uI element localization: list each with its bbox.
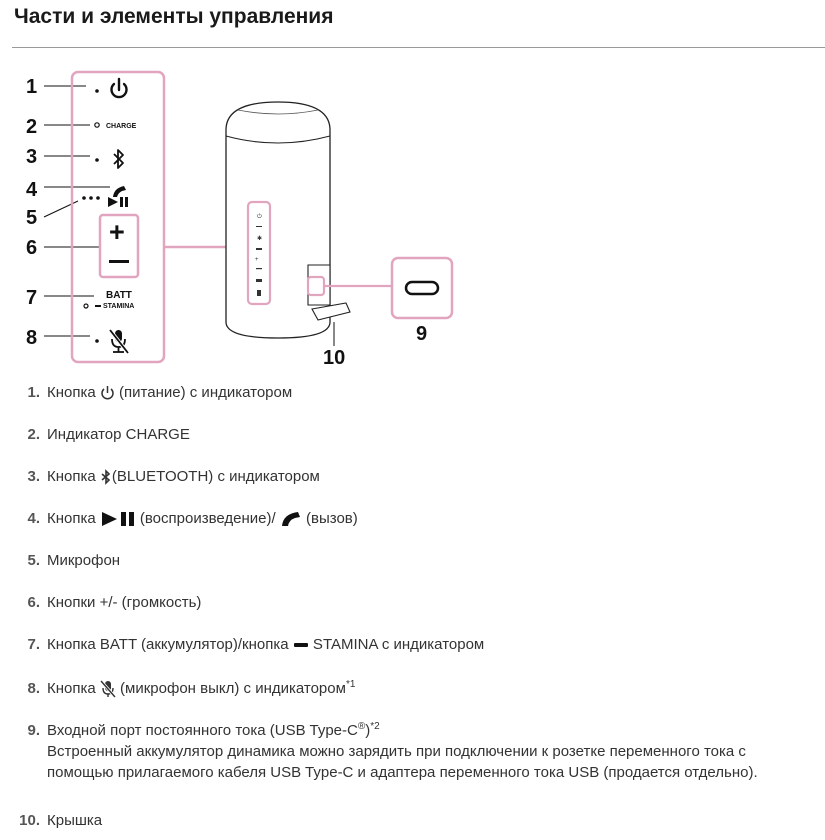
parts-diagram: 1 2 3 4 5 6 7 8 CHARGE + BATT <box>26 70 454 369</box>
call-icon <box>281 512 300 527</box>
svg-text:⏻: ⏻ <box>257 213 262 220</box>
control-panel-callout <box>70 70 166 364</box>
bluetooth-icon <box>101 469 111 485</box>
callout-5: 5 <box>26 207 37 229</box>
volume-down-button <box>109 260 129 263</box>
stamina-bar-icon <box>293 643 308 648</box>
title-divider <box>12 47 825 48</box>
page-title: Части и элементы управления <box>14 5 334 28</box>
bluetooth-icon <box>113 149 124 169</box>
mic-off-icon <box>108 328 130 355</box>
callout-4: 4 <box>26 179 38 201</box>
speaker-illustration: ⏻ ✱ + <box>225 101 351 346</box>
callout-9: 9 <box>416 323 427 345</box>
callout-6: 6 <box>26 237 37 259</box>
callout-1: 1 <box>26 76 37 98</box>
batt-label: BATT <box>106 290 132 301</box>
svg-text:✱: ✱ <box>257 235 262 242</box>
callout-3: 3 <box>26 146 37 168</box>
svg-text:+: + <box>255 257 259 263</box>
usb-port-callout <box>390 256 454 320</box>
callout-2: 2 <box>26 116 37 138</box>
play-pause-icon <box>108 197 128 207</box>
mic-off-icon <box>99 680 116 699</box>
call-icon <box>113 186 126 197</box>
stamina-label: STAMINA <box>103 303 134 310</box>
power-icon <box>101 386 114 400</box>
charge-label: CHARGE <box>106 123 137 130</box>
leader-lines <box>43 85 110 337</box>
callout-7: 7 <box>26 287 37 309</box>
play-pause-icon <box>101 512 134 527</box>
callout-10: 10 <box>323 347 345 369</box>
volume-up-button: + <box>109 217 125 247</box>
microphone-hole <box>82 196 86 200</box>
callout-8: 8 <box>26 327 37 349</box>
power-icon <box>110 77 128 99</box>
usb-c-port-icon <box>404 280 440 296</box>
volume-buttons-callout <box>98 213 140 279</box>
stamina-bar-icon <box>95 305 101 307</box>
